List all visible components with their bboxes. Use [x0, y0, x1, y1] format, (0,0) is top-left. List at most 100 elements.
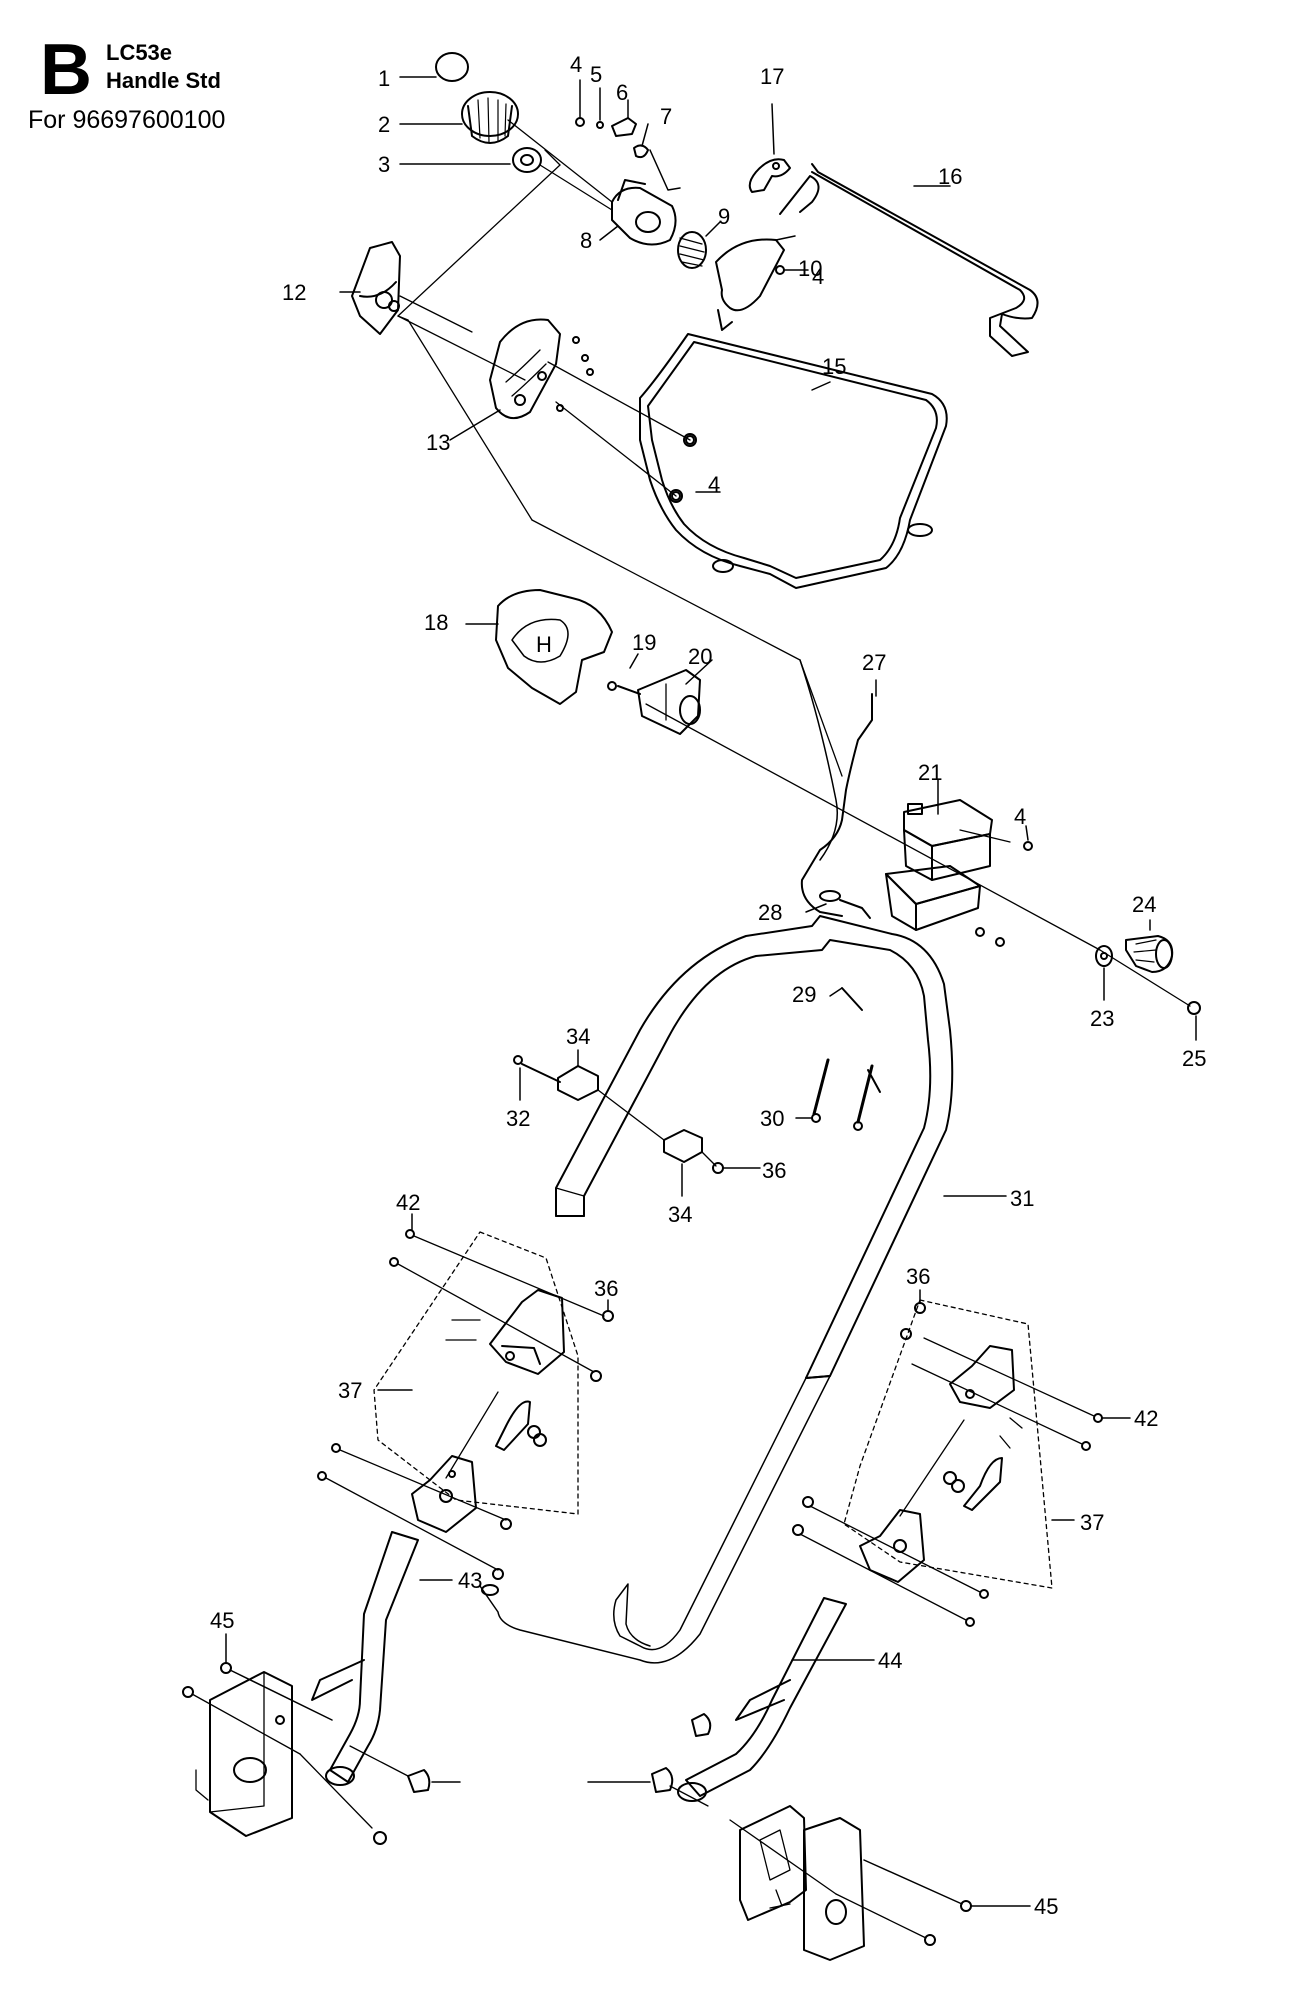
clip-axis-line: [597, 1089, 717, 1167]
part-15-bail: [639, 333, 948, 589]
part-45-bushing-left: [349, 1745, 461, 1793]
serial-line: For 96697600100: [28, 106, 226, 134]
part-4-screw-clamp: [975, 825, 1033, 947]
callout-6: 6: [616, 80, 628, 105]
callout-24: 24: [1132, 892, 1156, 917]
callout-34-right: 36: [906, 1264, 930, 1289]
part-28-tie: [829, 987, 881, 1093]
part-3-nut: [399, 147, 542, 173]
callout-20: 20: [688, 644, 712, 669]
callout-34-left: 36: [594, 1276, 618, 1301]
callout-36-right: 37: [1080, 1510, 1104, 1535]
callout-43: 44: [878, 1648, 902, 1673]
callout-32-upper: 34: [566, 1024, 590, 1049]
part-42-lower-handle-left: [311, 1531, 453, 1786]
callout-16: 16: [938, 164, 962, 189]
callout-32-lower: 34: [668, 1202, 692, 1227]
callout-30: 31: [1010, 1186, 1034, 1211]
part-43-lower-handle-right: [677, 1597, 875, 1802]
part-21-clamp: [903, 779, 1011, 881]
part-24-knob: [1125, 919, 1174, 973]
left-deck-bracket: [195, 1671, 293, 1837]
callout-37-left: 42: [396, 1190, 420, 1215]
callout-25: 25: [1182, 1046, 1206, 1071]
callout-29: 30: [760, 1106, 784, 1131]
part-45-bushing-right: [587, 1713, 712, 1807]
callout-44-left: 45: [210, 1608, 234, 1633]
callout-10: 10: [798, 256, 822, 281]
callout-28: 29: [792, 982, 816, 1007]
part-9-spring: [677, 221, 721, 269]
callout-19: 19: [632, 630, 656, 655]
part-17-lever: [748, 103, 791, 193]
part-4-screw-top: [575, 79, 604, 129]
part-21-clamp-lower: [885, 865, 981, 931]
part-6-clip: [611, 99, 637, 137]
part-1-cap: [399, 52, 469, 82]
callout-31: 32: [506, 1106, 530, 1131]
handle-cable: [479, 1375, 831, 1664]
part-7-spring-clip: [633, 123, 681, 191]
part-37-screws-right: [799, 1337, 1131, 1627]
part-32-cable-clip-upper: [557, 1049, 599, 1101]
console-axis-line: [645, 703, 1191, 1007]
callout-13: 13: [426, 430, 450, 455]
callout-34-clip: 36: [762, 1158, 786, 1183]
callout-17: 17: [760, 64, 784, 89]
callout-4-top: 4: [570, 52, 582, 77]
callout-27: 28: [758, 900, 782, 925]
part-34-nut-upper: [712, 1162, 761, 1174]
callout-5: 5: [590, 62, 602, 87]
callout-42: 43: [458, 1568, 482, 1593]
callout-37-right: 42: [1134, 1406, 1158, 1431]
callout-26: 27: [862, 650, 886, 675]
callout-18: 18: [424, 610, 448, 635]
section-letter: B: [40, 30, 92, 110]
part-37-screws-left: [317, 1229, 605, 1571]
part-29-screw: [795, 1058, 874, 1131]
model-name: LC53e: [106, 40, 173, 65]
callout-36-left: 37: [338, 1378, 362, 1403]
part-12-housing-left: [339, 241, 401, 335]
right-deck-bracket: [739, 1805, 865, 1961]
callout-9: 9: [718, 204, 730, 229]
callout-7: 7: [660, 104, 672, 129]
part-34-nuts-left: [377, 1213, 614, 1580]
part-13-housing-right: [449, 318, 561, 441]
part-10-cover: [715, 235, 809, 331]
callout-4-bail: 4: [708, 472, 720, 497]
part-26-cable: [799, 659, 877, 917]
part-25-nut: [1187, 1001, 1201, 1041]
callout-4-cover: 4: [812, 264, 824, 289]
part-19-screw: [607, 653, 641, 695]
callout-21: 21: [918, 760, 942, 785]
callout-labels: 1 2 3 4 5 6 7 8 9 10 4 12 13 4 15 16 17 …: [210, 52, 1206, 1919]
part-27-cable-end: [805, 890, 871, 919]
diagram-subtitle: Handle Std: [106, 68, 221, 93]
part-34-nuts-right: [792, 1289, 926, 1536]
part-23-washer: [1095, 945, 1113, 1001]
callout-3: 3: [378, 152, 390, 177]
callout-23: 23: [1090, 1006, 1114, 1031]
part-2-knob: [399, 91, 519, 144]
part-32-cable-clip-lower: [663, 1129, 703, 1197]
callout-15: 15: [822, 354, 846, 379]
callout-8: 8: [580, 228, 592, 253]
part-31-screw: [513, 1055, 561, 1101]
assembly-leader-lines-top: [397, 119, 613, 321]
callout-1: 1: [378, 66, 390, 91]
callout-2: 2: [378, 112, 390, 137]
callout-12: 12: [282, 280, 306, 305]
part-18-console-cover: H: [465, 589, 613, 705]
part-44-bolt-left: [182, 1633, 387, 1845]
part-44-bolt-right: [729, 1819, 1031, 1946]
part-16-rod: [779, 163, 1039, 357]
callout-4-clamp: 4: [1014, 804, 1026, 829]
part-36-height-adjuster-right: [843, 1299, 1075, 1589]
assembly-axis-lines: [397, 295, 843, 777]
part-20-bracket: [637, 659, 713, 735]
part-36-height-adjuster-left: [373, 1231, 579, 1533]
part-30-upper-handle: [555, 915, 1007, 1379]
callout-44-right: 45: [1034, 1894, 1058, 1919]
